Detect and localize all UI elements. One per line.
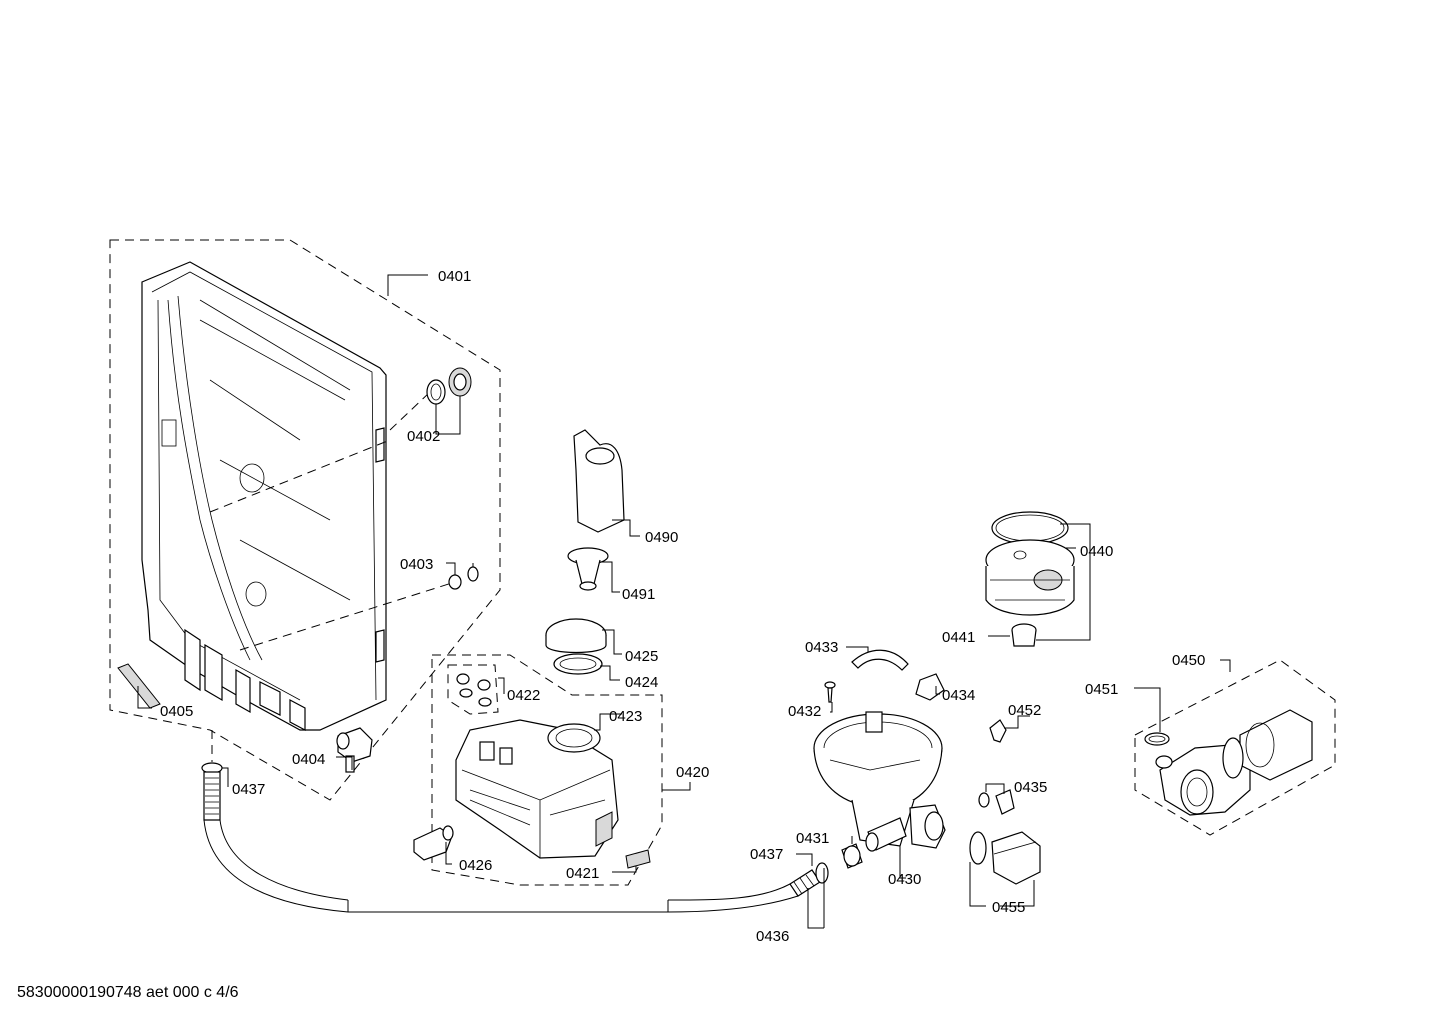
clamp-0451 bbox=[1144, 732, 1170, 746]
label-0401: 0401 bbox=[438, 268, 471, 285]
label-0403: 0403 bbox=[400, 556, 433, 573]
group-outline-0420 bbox=[431, 654, 663, 886]
clip-0434 bbox=[915, 673, 945, 701]
heater-0440 bbox=[985, 539, 1075, 616]
label-0433: 0433 bbox=[805, 639, 838, 656]
label-0431: 0431 bbox=[796, 830, 829, 847]
small-fitting-0403 bbox=[448, 566, 479, 590]
drain-hose bbox=[201, 730, 829, 913]
label-0425: 0425 bbox=[625, 648, 658, 665]
label-0402: 0402 bbox=[407, 428, 440, 445]
label-0404: 0404 bbox=[292, 751, 325, 768]
clip-0405 bbox=[117, 663, 161, 709]
gasket-0424 bbox=[553, 653, 603, 675]
group-outline-0401 bbox=[109, 239, 501, 801]
label-0450: 0450 bbox=[1172, 652, 1205, 669]
label-0423: 0423 bbox=[609, 708, 642, 725]
seals-0422 bbox=[456, 673, 492, 707]
label-0435: 0435 bbox=[1014, 779, 1047, 796]
sump-0430 bbox=[813, 711, 946, 852]
shield-0433 bbox=[851, 649, 909, 671]
clip-0421 bbox=[625, 849, 651, 869]
cap-0491 bbox=[567, 547, 609, 591]
softener-0420 bbox=[455, 719, 619, 859]
label-0452: 0452 bbox=[1008, 702, 1041, 719]
label-0441: 0441 bbox=[942, 629, 975, 646]
sensor-0441 bbox=[1011, 623, 1037, 647]
label-0426: 0426 bbox=[459, 857, 492, 874]
label-0405: 0405 bbox=[160, 703, 193, 720]
group-outline-0422 bbox=[447, 664, 499, 715]
label-0430: 0430 bbox=[888, 871, 921, 888]
clip-0452 bbox=[989, 719, 1007, 743]
label-0434: 0434 bbox=[942, 687, 975, 704]
label-0421: 0421 bbox=[566, 865, 599, 882]
label-0436: 0436 bbox=[756, 928, 789, 945]
label-0455: 0455 bbox=[992, 899, 1025, 916]
door-inner-panel bbox=[141, 261, 387, 731]
connector-0431 bbox=[841, 843, 863, 869]
label-0451: 0451 bbox=[1085, 681, 1118, 698]
ntc-0435 bbox=[978, 789, 1015, 815]
valve-0404 bbox=[336, 727, 373, 773]
drain-pump-0455 bbox=[969, 831, 1041, 885]
funnel-0490 bbox=[573, 429, 625, 533]
label-0437-right: 0437 bbox=[750, 846, 783, 863]
label-0491: 0491 bbox=[622, 586, 655, 603]
valve-0426 bbox=[413, 825, 454, 861]
leader-lines bbox=[137, 274, 1231, 929]
label-0432: 0432 bbox=[788, 703, 821, 720]
label-0490: 0490 bbox=[645, 529, 678, 546]
ring-0440-top bbox=[991, 511, 1069, 545]
label-0437-left: 0437 bbox=[232, 781, 265, 798]
lid-0425 bbox=[545, 618, 607, 654]
circulation-pump-0450 bbox=[1155, 709, 1313, 816]
document-reference: 58300000190748 aet 000 c 4/6 bbox=[17, 984, 239, 1001]
group-outline-0450 bbox=[1134, 659, 1336, 836]
screw-0432 bbox=[824, 681, 836, 703]
label-0422: 0422 bbox=[507, 687, 540, 704]
label-0424: 0424 bbox=[625, 674, 658, 691]
seal-ring-0402 bbox=[426, 367, 472, 405]
label-0440: 0440 bbox=[1080, 543, 1113, 560]
label-0420: 0420 bbox=[676, 764, 709, 781]
